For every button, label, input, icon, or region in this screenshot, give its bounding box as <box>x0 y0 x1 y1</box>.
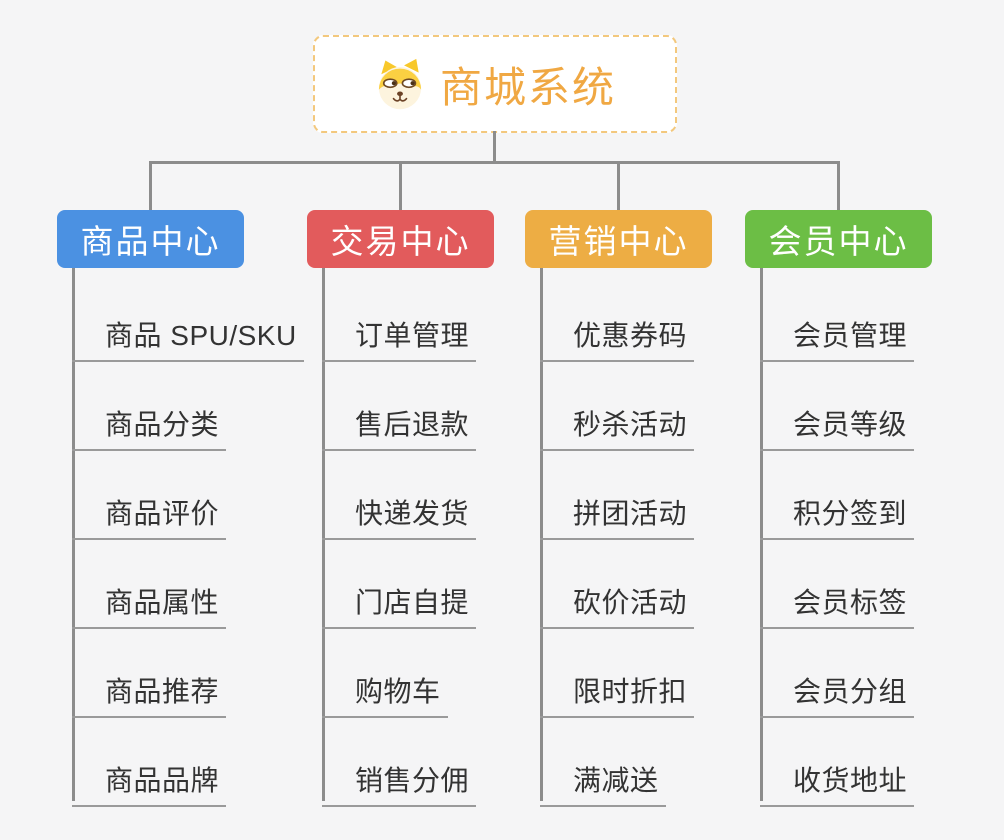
child-node[interactable]: 满减送 <box>540 745 666 807</box>
branch-label-3: 营销中心 <box>548 223 689 260</box>
child-label: 满减送 <box>573 765 659 796</box>
child-node[interactable]: 商品 SPU/SKU <box>72 300 304 362</box>
child-label: 商品 SPU/SKU <box>105 320 297 351</box>
branch-label-4: 会员中心 <box>768 223 909 260</box>
child-label: 拼团活动 <box>573 498 688 529</box>
child-node[interactable]: 销售分佣 <box>322 745 477 807</box>
child-node[interactable]: 快递发货 <box>322 478 477 540</box>
child-label: 会员等级 <box>793 409 908 440</box>
child-label: 会员管理 <box>793 320 908 351</box>
child-node[interactable]: 会员等级 <box>760 389 915 451</box>
child-label: 商品评价 <box>105 498 220 529</box>
connector-branch-drop <box>149 161 152 211</box>
child-label: 优惠券码 <box>573 320 688 351</box>
child-label: 商品属性 <box>105 587 220 618</box>
child-label: 商品品牌 <box>105 765 220 796</box>
child-node[interactable]: 售后退款 <box>322 389 477 451</box>
root-node[interactable]: 商城系统 <box>313 35 677 133</box>
branch-children-2: 订单管理 售后退款 快递发货 门店自提 购物车 销售分佣 <box>322 268 562 807</box>
branch-node-1[interactable]: 商品中心 <box>57 210 244 268</box>
connector-horizontal-bus <box>149 161 840 164</box>
child-label: 商品推荐 <box>105 676 220 707</box>
child-node[interactable]: 秒杀活动 <box>540 389 695 451</box>
branch-children-1: 商品 SPU/SKU 商品分类 商品评价 商品属性 商品推荐 商品品牌 <box>72 268 312 807</box>
child-label: 销售分佣 <box>355 765 470 796</box>
connector-branch-drop <box>399 161 402 211</box>
child-node[interactable]: 商品属性 <box>72 567 227 629</box>
child-node[interactable]: 限时折扣 <box>540 656 695 718</box>
branch-node-2[interactable]: 交易中心 <box>307 210 494 268</box>
branch-node-4[interactable]: 会员中心 <box>745 210 932 268</box>
child-label: 会员分组 <box>793 676 908 707</box>
child-label: 门店自提 <box>355 587 470 618</box>
connector-branch-drop <box>837 161 840 211</box>
child-node[interactable]: 商品品牌 <box>72 745 227 807</box>
child-label: 秒杀活动 <box>573 409 688 440</box>
child-node[interactable]: 商品推荐 <box>72 656 227 718</box>
child-label: 商品分类 <box>105 409 220 440</box>
branch-label-2: 交易中心 <box>330 223 471 260</box>
child-node[interactable]: 订单管理 <box>322 300 477 362</box>
child-label: 积分签到 <box>793 498 908 529</box>
child-node[interactable]: 会员标签 <box>760 567 915 629</box>
branch-node-3[interactable]: 营销中心 <box>525 210 712 268</box>
child-label: 购物车 <box>355 676 441 707</box>
child-label: 订单管理 <box>355 320 470 351</box>
child-node[interactable]: 积分签到 <box>760 478 915 540</box>
child-node[interactable]: 门店自提 <box>322 567 477 629</box>
connector-root-stub <box>493 131 496 163</box>
child-node[interactable]: 购物车 <box>322 656 448 718</box>
child-node[interactable]: 会员分组 <box>760 656 915 718</box>
child-node[interactable]: 会员管理 <box>760 300 915 362</box>
child-node[interactable]: 优惠券码 <box>540 300 695 362</box>
child-label: 会员标签 <box>793 587 908 618</box>
doge-icon <box>374 58 426 110</box>
child-label: 售后退款 <box>355 409 470 440</box>
child-label: 收货地址 <box>793 765 908 796</box>
branch-children-4: 会员管理 会员等级 积分签到 会员标签 会员分组 收货地址 <box>760 268 1000 807</box>
child-node[interactable]: 收货地址 <box>760 745 915 807</box>
connector-branch-drop <box>617 161 620 211</box>
child-node[interactable]: 商品评价 <box>72 478 227 540</box>
child-label: 快递发货 <box>355 498 470 529</box>
child-node[interactable]: 拼团活动 <box>540 478 695 540</box>
child-node[interactable]: 商品分类 <box>72 389 227 451</box>
child-label: 限时折扣 <box>573 676 688 707</box>
branch-label-1: 商品中心 <box>80 223 221 260</box>
branch-children-3: 优惠券码 秒杀活动 拼团活动 砍价活动 限时折扣 满减送 <box>540 268 780 807</box>
child-node[interactable]: 砍价活动 <box>540 567 695 629</box>
child-label: 砍价活动 <box>573 587 688 618</box>
root-title: 商城系统 <box>439 63 616 111</box>
